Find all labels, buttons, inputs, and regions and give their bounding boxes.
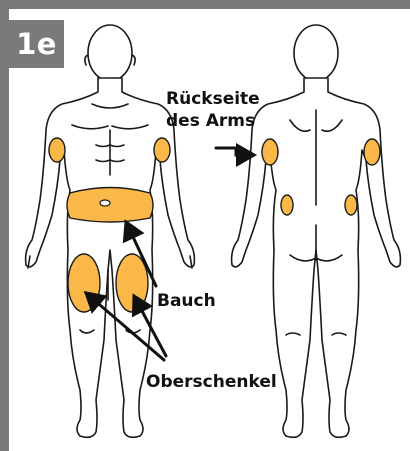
right-thigh-area: [116, 254, 148, 312]
back-left-upper-arm-area: [262, 139, 278, 165]
label-back-of-arm-line1: Rückseite: [166, 89, 260, 109]
abdomen-area: [67, 188, 153, 223]
label-back-of-arm-line2: des Arms: [166, 111, 255, 131]
back-left-hip-area: [281, 195, 293, 215]
front-right-upper-arm-area: [154, 138, 170, 162]
back-right-upper-arm-area: [364, 139, 380, 165]
label-thigh: Oberschenkel: [146, 372, 277, 392]
left-thigh-area: [68, 254, 100, 312]
label-abdomen: Bauch: [157, 291, 216, 311]
arrow-back-of-arm: [216, 148, 254, 155]
back-right-hip-area: [345, 195, 357, 215]
front-left-upper-arm-area: [49, 138, 65, 162]
navel-mark: [100, 200, 110, 206]
